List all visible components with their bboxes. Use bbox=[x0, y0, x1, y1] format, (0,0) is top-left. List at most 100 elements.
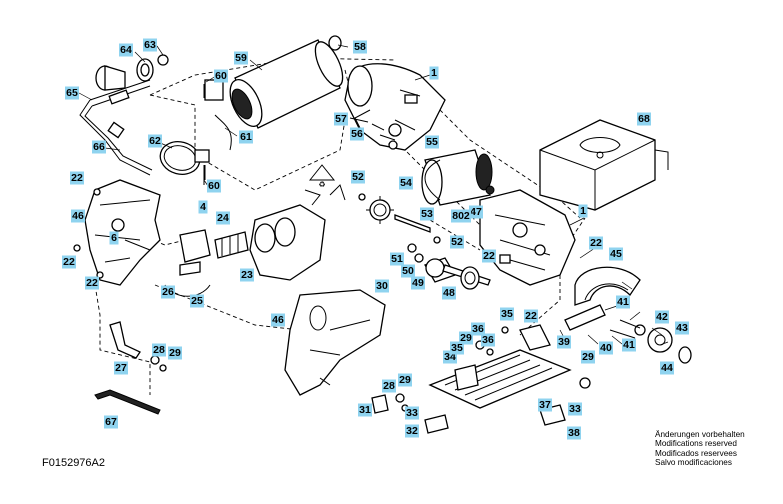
callout-number: 22 bbox=[86, 277, 98, 289]
callout-number: 38 bbox=[568, 427, 580, 439]
callout-number: 61 bbox=[240, 131, 252, 143]
base-plate-34 bbox=[424, 324, 591, 434]
callout-number: 49 bbox=[412, 277, 424, 289]
callout-28: 28 bbox=[152, 343, 166, 357]
callout-box bbox=[429, 66, 439, 80]
callout-1: 1 bbox=[578, 204, 588, 218]
callout-box bbox=[469, 205, 483, 219]
callout-box bbox=[119, 43, 133, 57]
callout-number: 66 bbox=[93, 141, 105, 153]
callout-box bbox=[351, 170, 365, 184]
svg-text:♻: ♻ bbox=[318, 180, 325, 189]
callout-box bbox=[109, 231, 119, 245]
callout-number: 22 bbox=[525, 310, 537, 322]
callout-55: 55 bbox=[425, 135, 439, 149]
callout-number: 63 bbox=[144, 39, 156, 51]
callout-44: 44 bbox=[660, 361, 674, 375]
callout-46: 46 bbox=[271, 313, 285, 327]
callout-number: 48 bbox=[443, 287, 455, 299]
callout-number: 46 bbox=[272, 314, 284, 326]
callout-number: 33 bbox=[406, 407, 418, 419]
callout-box bbox=[459, 331, 473, 345]
callout-box bbox=[637, 112, 651, 126]
callout-number: 1 bbox=[580, 205, 586, 217]
callout-box bbox=[198, 200, 208, 214]
callout-box bbox=[450, 235, 464, 249]
callout-box bbox=[451, 209, 471, 223]
callout-number: 31 bbox=[359, 404, 371, 416]
callout-number: 6 bbox=[111, 232, 117, 244]
notice-line-de: Änderungen vorbehalten bbox=[655, 430, 745, 439]
callout-box bbox=[399, 176, 413, 190]
callout-number: 60 bbox=[208, 180, 220, 192]
callout-63: 63 bbox=[143, 38, 157, 52]
callout-box bbox=[420, 207, 434, 221]
callout-box bbox=[71, 209, 85, 223]
callout-number: 36 bbox=[482, 334, 494, 346]
clamp-ring-62 bbox=[159, 114, 232, 180]
callout-box bbox=[65, 86, 79, 100]
callout-48: 48 bbox=[442, 286, 456, 300]
callout-box bbox=[240, 268, 254, 282]
callout-number: 46 bbox=[72, 210, 84, 222]
callout-box bbox=[70, 171, 84, 185]
callout-number: 27 bbox=[115, 362, 127, 374]
callout-number: 22 bbox=[590, 237, 602, 249]
callout-67: 67 bbox=[104, 415, 118, 429]
callout-box bbox=[405, 406, 419, 420]
callout-box bbox=[114, 361, 128, 375]
callout-number: 24 bbox=[217, 212, 229, 224]
gear-train bbox=[358, 193, 441, 263]
notice-line-es: Salvo modificaciones bbox=[655, 458, 732, 468]
callout-box bbox=[660, 361, 674, 375]
callout-number: 67 bbox=[105, 416, 117, 428]
callout-number: 39 bbox=[558, 336, 570, 348]
callout-47: 47 bbox=[469, 205, 483, 219]
callout-53: 53 bbox=[420, 207, 434, 221]
callout-802: 802 bbox=[451, 209, 471, 223]
callout-62: 62 bbox=[148, 134, 162, 148]
callout-41: 41 bbox=[622, 338, 636, 352]
callout-29: 29 bbox=[581, 350, 595, 364]
callout-box bbox=[350, 127, 364, 141]
callout-number: 42 bbox=[656, 311, 668, 323]
callout-box bbox=[353, 40, 367, 54]
callout-box bbox=[85, 276, 99, 290]
callout-number: 51 bbox=[391, 253, 403, 265]
callout-box bbox=[190, 294, 204, 308]
callout-number: 22 bbox=[71, 172, 83, 184]
callout-box bbox=[609, 247, 623, 261]
callout-number: 35 bbox=[451, 342, 463, 354]
callout-35: 35 bbox=[500, 307, 514, 321]
callout-box bbox=[92, 140, 106, 154]
callout-box bbox=[589, 236, 603, 250]
callout-52: 52 bbox=[351, 170, 365, 184]
depth-bracket-27 bbox=[109, 321, 409, 414]
callout-box bbox=[482, 249, 496, 263]
callout-box bbox=[271, 313, 285, 327]
callout-box bbox=[382, 379, 396, 393]
callout-box bbox=[375, 279, 389, 293]
callout-35: 35 bbox=[450, 341, 464, 355]
callout-number: 29 bbox=[169, 347, 181, 359]
callout-number: 47 bbox=[470, 206, 482, 218]
callout-59: 59 bbox=[234, 51, 248, 65]
blade-guard-45 bbox=[564, 266, 692, 364]
callout-box bbox=[234, 51, 248, 65]
modification-notice: Änderungen vorbehalten Modifications res… bbox=[655, 430, 745, 468]
callout-number: 65 bbox=[66, 87, 78, 99]
spindle-49 bbox=[424, 257, 491, 290]
callout-22: 22 bbox=[524, 309, 538, 323]
callout-number: 22 bbox=[483, 250, 495, 262]
callout-number: 32 bbox=[406, 425, 418, 437]
callout-number: 62 bbox=[149, 135, 161, 147]
callout-22: 22 bbox=[70, 171, 84, 185]
callout-6: 6 bbox=[109, 231, 119, 245]
callout-number: 29 bbox=[582, 351, 594, 363]
callout-36: 36 bbox=[481, 333, 495, 347]
callout-box bbox=[334, 112, 348, 126]
callout-number: 57 bbox=[335, 113, 347, 125]
callout-33: 33 bbox=[405, 406, 419, 420]
callout-box bbox=[152, 343, 166, 357]
